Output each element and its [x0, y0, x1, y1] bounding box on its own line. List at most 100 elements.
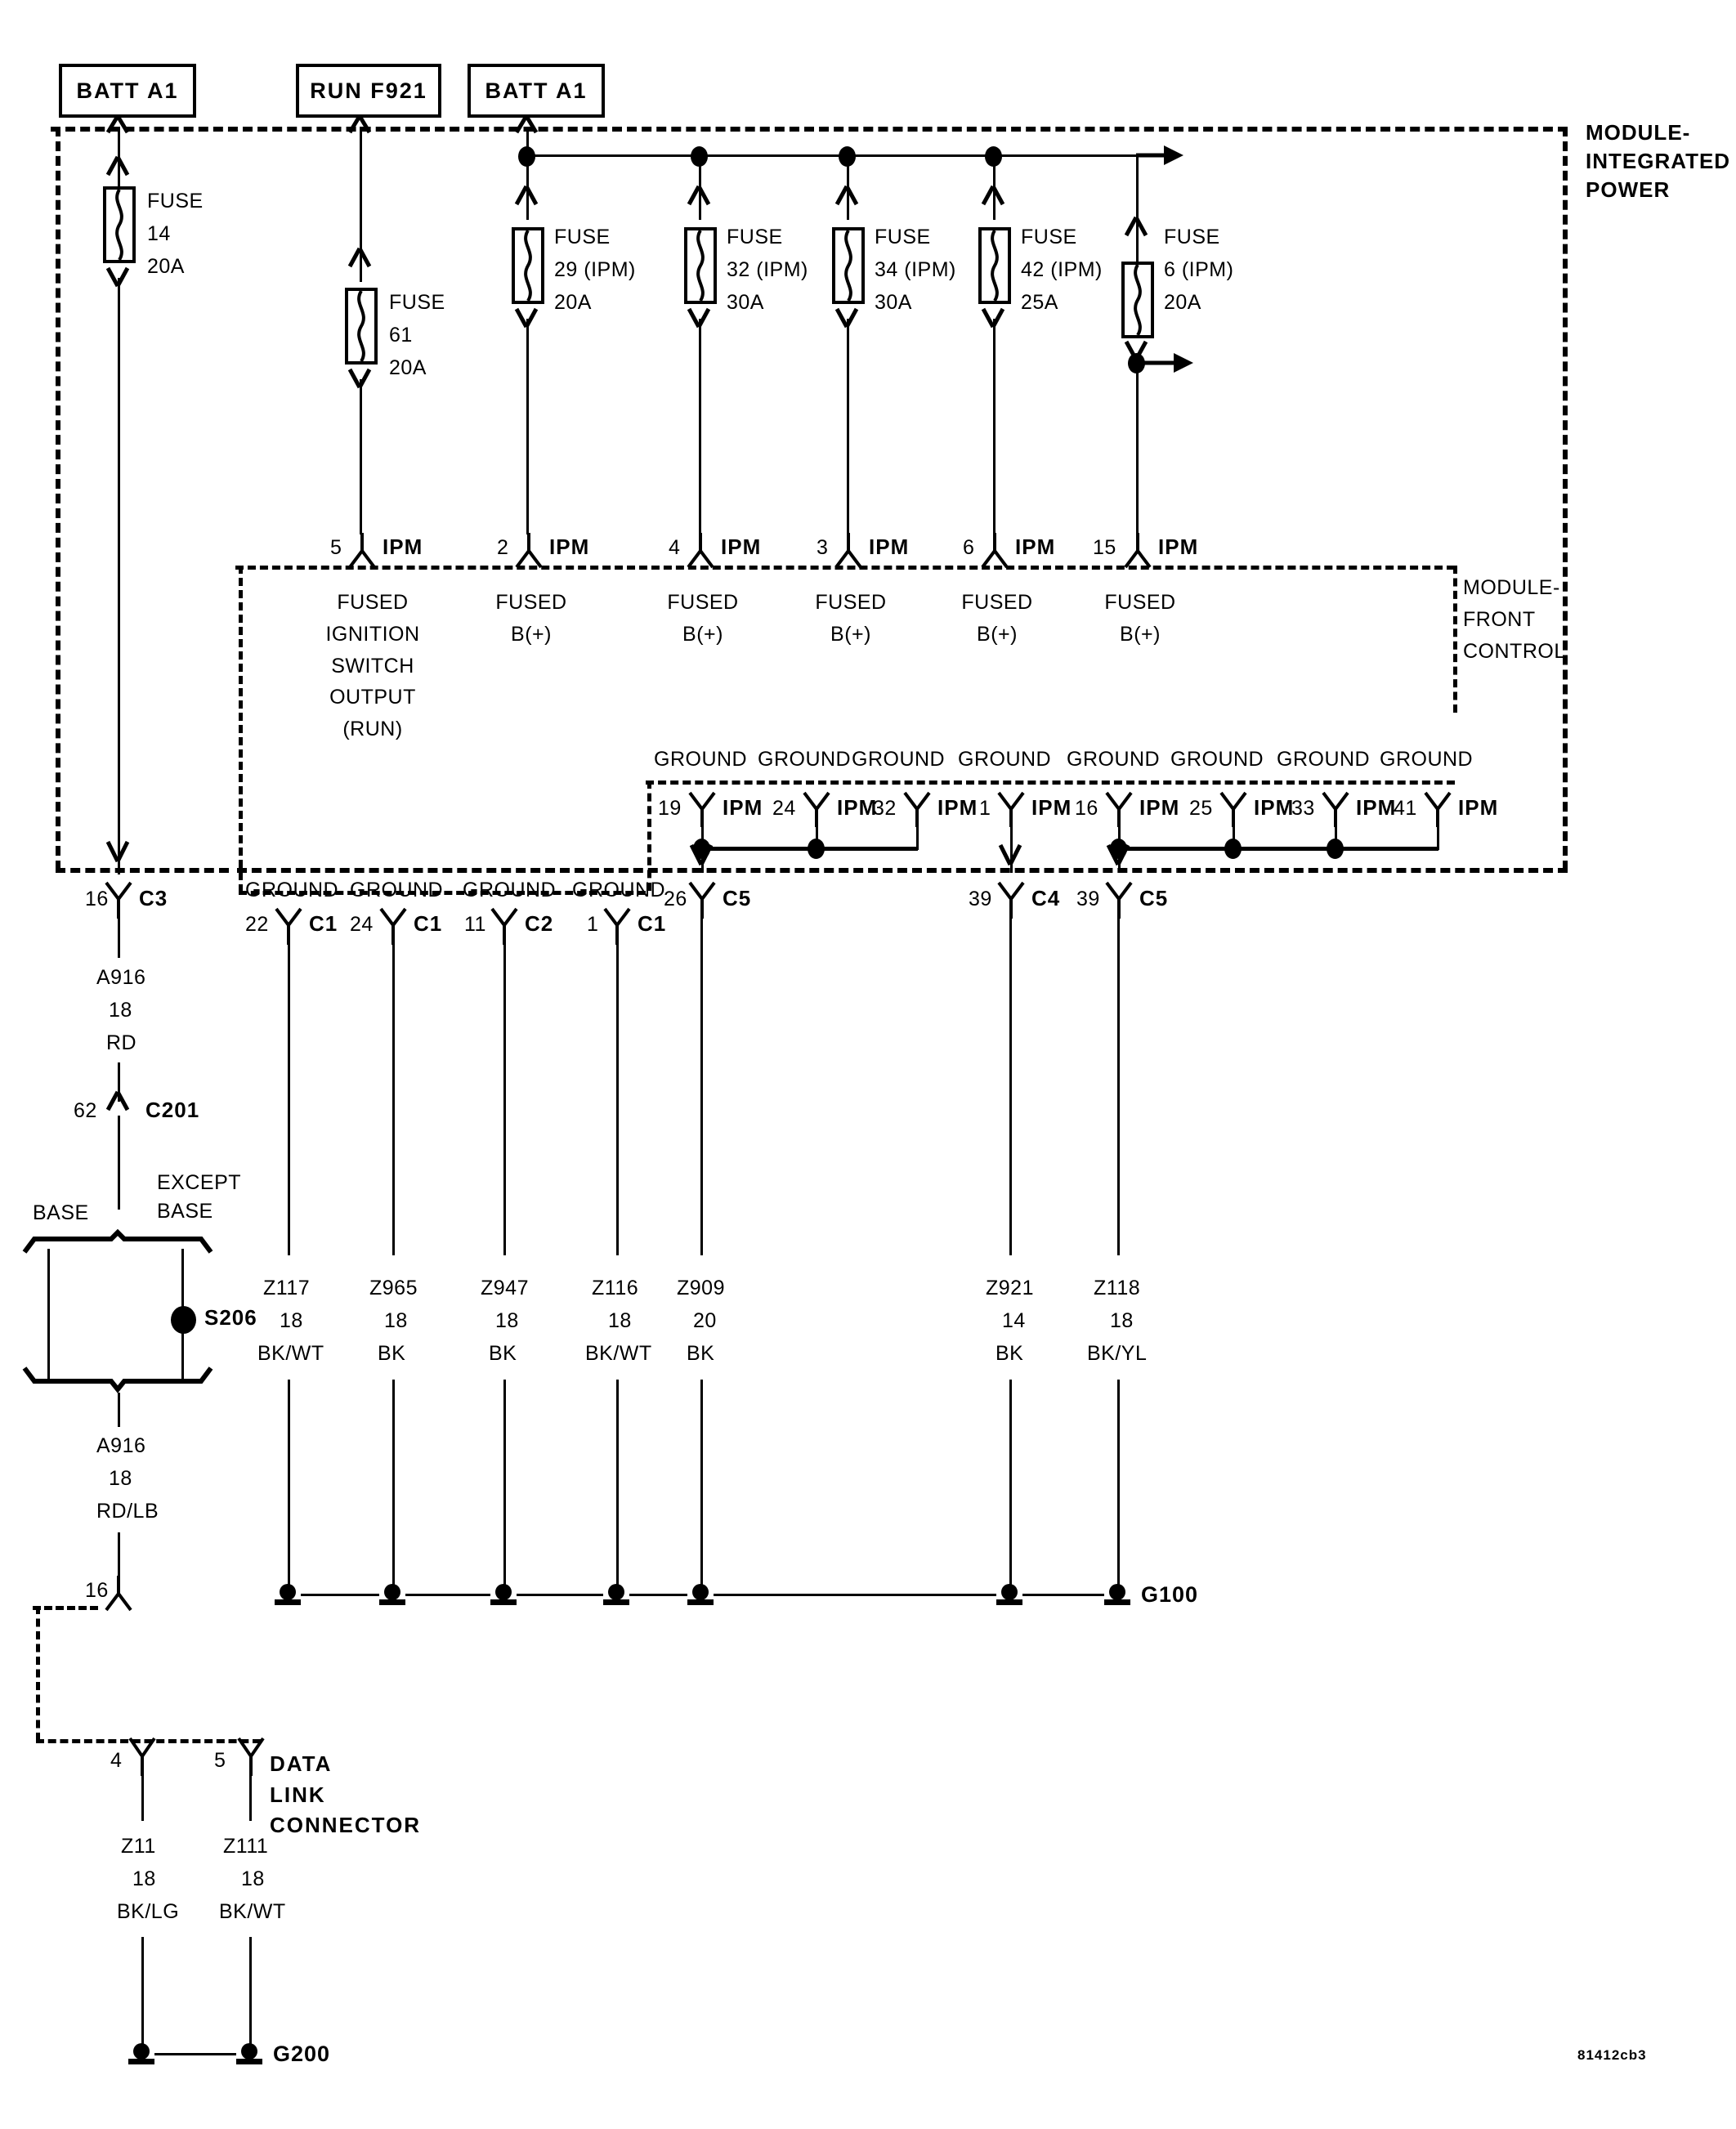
gnd-dot-25: [1224, 839, 1242, 859]
ipm-boundary-bottom-left: [56, 868, 229, 873]
fcm-conn-name-c5-26: C5: [723, 886, 752, 910]
dlc-pin-5-number: 5: [214, 1749, 226, 1772]
wire-a916-rd-color: RD: [106, 1031, 137, 1054]
wire-z909-id: Z909: [677, 1277, 725, 1299]
fuse29-wire-bottom: [526, 319, 529, 534]
feed-wire-fuse61-top: [360, 127, 362, 282]
splice-s206-dot: [171, 1306, 196, 1334]
ipm-ground-conn-4: IPM: [1139, 795, 1180, 820]
ipm-ground-label-2: GROUND: [852, 748, 946, 771]
gnd-drop-1: [1010, 825, 1013, 873]
fuse-29-name: FUSE: [554, 226, 611, 248]
wire-z11-seg1: [141, 1773, 144, 1821]
wire-z116-id: Z116: [592, 1277, 639, 1299]
fuse34-wire-bottom: [847, 319, 849, 534]
fuse-14-symbol: [103, 186, 136, 263]
fcm-conn-pin-16: 16: [85, 888, 109, 910]
wire-z116-seg1: [616, 945, 619, 1255]
wire-z116-gauge: 18: [608, 1309, 632, 1332]
ipm-pin-4-conn: IPM: [721, 534, 762, 559]
feed-wire-fuse61-bottom: [360, 379, 362, 534]
fuse-61-name: FUSE: [389, 291, 445, 314]
wire-a916-rdlb-color: RD/LB: [96, 1500, 159, 1523]
ipm-ground-label-1: GROUND: [758, 748, 852, 771]
connector-y-ipm-5: [348, 533, 376, 569]
dlc-pin-4-number: 4: [110, 1749, 123, 1772]
arrow-down-to-c3: [105, 840, 130, 863]
fuse-42-name: FUSE: [1021, 226, 1077, 248]
fuse-32-symbol: [684, 227, 717, 304]
option-label-base: BASE: [33, 1201, 89, 1224]
ipm-ground-label-4: GROUND: [1067, 748, 1161, 771]
fuse-42-symbol: [978, 227, 1011, 304]
wire-z111-seg1: [249, 1773, 252, 1821]
wire-z118-seg2: [1117, 1380, 1120, 1586]
ipm-pin-2-number: 2: [497, 536, 509, 559]
dlc-boundary-top: [33, 1606, 98, 1610]
connector-y-ipm-3: [834, 533, 862, 569]
arrow-down-fuse6-out: [1124, 340, 1148, 361]
fcm-conn-pin-39-c5: 39: [1076, 888, 1100, 910]
ground-symbol-g100-3: [490, 1584, 517, 1605]
fuse-29-number: 29 (IPM): [554, 258, 636, 281]
connector-y-ipm-4: [687, 533, 714, 569]
wire-z111-id: Z111: [223, 1835, 269, 1858]
option-bracket-bottom: [22, 1366, 213, 1393]
connector-y-dlc-4: [128, 1737, 156, 1776]
wire-z111-seg2: [249, 1937, 252, 2045]
ipm-pin-6-number: 6: [963, 536, 975, 559]
ground-symbol-g100-4: [603, 1584, 629, 1605]
arrow-down-39-c4: [998, 843, 1022, 866]
drawing-code: 81412cb3: [1577, 2047, 1647, 2063]
fcm-conn-name-c1-1: C1: [638, 911, 667, 936]
connector-y-dlc-feed: [105, 1576, 132, 1612]
fcm-conn-pin-24: 24: [350, 913, 374, 936]
module-integrated-power-label: MODULE- INTEGRATED POWER: [1586, 120, 1731, 203]
arrow-up-run-f921: [347, 114, 372, 134]
option-branch-except-base-wire-lower: [181, 1331, 184, 1380]
arrow-up-batt-left: [105, 114, 130, 134]
fuse-14-rating: 20A: [147, 255, 185, 278]
connector-y-ipm-gnd-3: [997, 791, 1025, 827]
wire-z965-gauge: 18: [384, 1309, 408, 1332]
fuse-29-symbol: [512, 227, 544, 304]
ground-symbol-g100-5: [687, 1584, 714, 1605]
wire-z117-color: BK/WT: [257, 1342, 324, 1365]
wire-z921-color: BK: [996, 1342, 1024, 1365]
connector-y-ipm-2: [515, 533, 543, 569]
wire-z116-seg2: [616, 1380, 619, 1586]
wire-a916-rd-seg2: [118, 1062, 120, 1102]
wire-a916-rd-seg1: [118, 919, 120, 958]
ipm-ground-pin-2: 32: [873, 797, 897, 820]
wire-z909-color: BK: [687, 1342, 715, 1365]
wire-z118-gauge: 18: [1110, 1309, 1134, 1332]
wire-a916-rdlb-id: A916: [96, 1434, 146, 1457]
fuse-6-rating: 20A: [1164, 291, 1201, 314]
connector-y-c1-24: [379, 907, 407, 945]
fuse-61-number: 61: [389, 324, 413, 347]
fuse6-branch-arrow: [1144, 353, 1193, 373]
connector-y-c1-22: [275, 907, 302, 945]
wire-z118-seg1: [1117, 919, 1120, 1255]
fuse-34-symbol: [832, 227, 865, 304]
connector-y-ipm-gnd-4: [1105, 791, 1133, 827]
wire-z118-id: Z118: [1094, 1277, 1141, 1299]
connector-y-ipm-gnd-2: [903, 791, 931, 827]
gnd-drop-25: [1233, 825, 1235, 850]
connector-y-ipm-gnd-0: [688, 791, 716, 827]
wire-z111-gauge: 18: [241, 1867, 265, 1890]
ipm-boundary-top: [51, 127, 1568, 132]
connector-y-c5-39: [1105, 881, 1133, 919]
ipm-ground-pin-7: 41: [1394, 797, 1417, 820]
fuse6-wire-top: [1136, 154, 1139, 204]
arrow-up-c201: [105, 1090, 130, 1111]
dlc-boundary-bottom: [36, 1739, 261, 1743]
ipm-boundary-left: [56, 127, 60, 870]
ipm-pin-5-signal: FUSED IGNITION SWITCH OUTPUT (RUN): [325, 591, 420, 740]
ipm-ground-pin-0: 19: [658, 797, 682, 820]
fcm-conn-name-c2-11: C2: [525, 911, 554, 936]
wire-z117-seg2: [288, 1380, 290, 1586]
source-box-batt-a1-left: BATT A1: [59, 64, 196, 118]
fuse-42-number: 42 (IPM): [1021, 258, 1103, 281]
fuse32-wire-bottom: [699, 319, 701, 534]
